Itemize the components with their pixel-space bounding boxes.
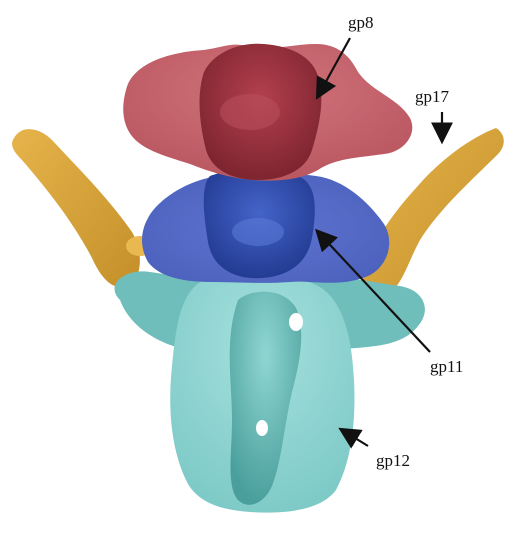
gp11-label: gp11 — [430, 358, 463, 375]
gp11-structure — [142, 170, 389, 283]
gp8-core-highlight — [220, 94, 280, 130]
gp8-structure — [123, 44, 412, 181]
gp8-label: gp8 — [348, 14, 374, 31]
gp12-hole-upper — [289, 313, 303, 331]
gp11-core-highlight — [232, 218, 284, 246]
gp17-left-fiber — [12, 129, 140, 287]
gp12-hole-lower — [256, 420, 268, 436]
gp17-label: gp17 — [415, 88, 449, 105]
gp12-structure — [115, 271, 425, 512]
gp12-label: gp12 — [376, 452, 410, 469]
